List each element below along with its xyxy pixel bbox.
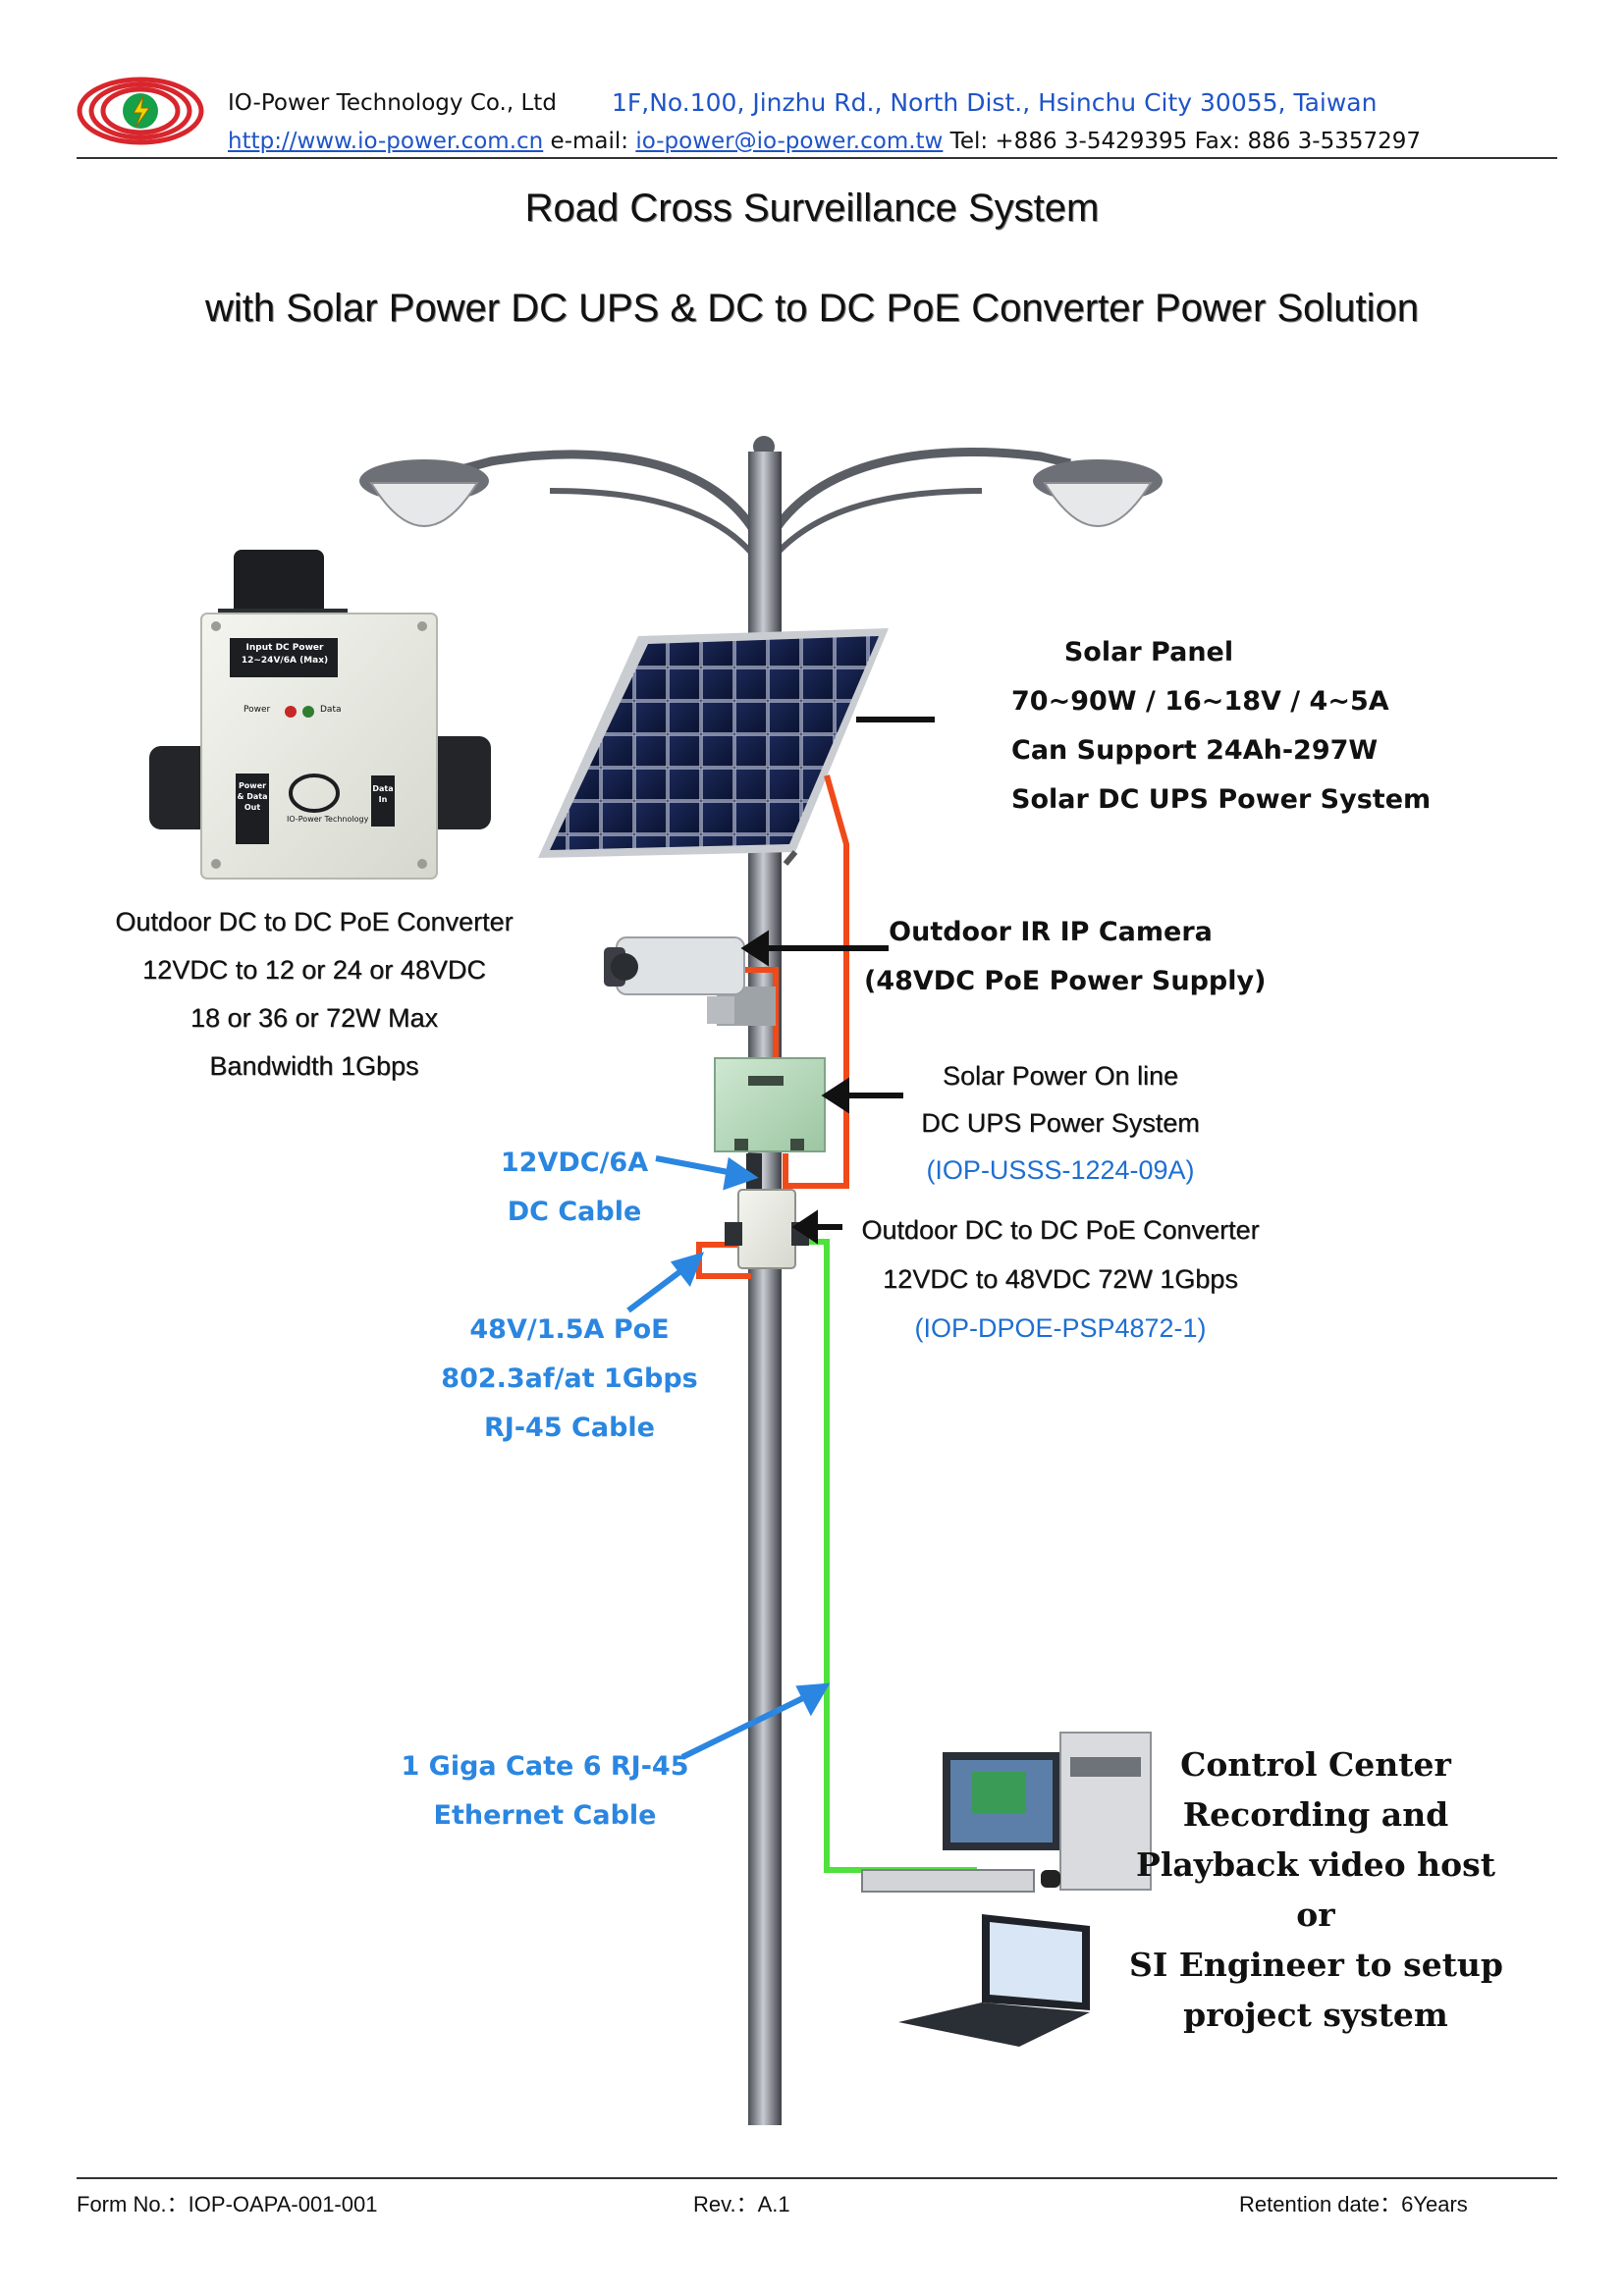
camera-power: (48VDC PoE Power Supply): [864, 966, 1267, 996]
camera-label: Outdoor IR IP Camera (48VDC PoE Power Su…: [864, 908, 1267, 1006]
dc-cable-spec: 12VDC/6A: [500, 1148, 649, 1178]
photo-indicator-power: Power: [244, 705, 271, 715]
solar-ups-image: [714, 1057, 826, 1152]
control-center-line5: SI Engineer to setup: [1129, 1946, 1503, 1984]
converter-left-label: Outdoor DC to DC PoE Converter 12VDC to …: [98, 898, 530, 1091]
converter-left-title: Outdoor DC to DC PoE Converter: [115, 907, 514, 936]
photo-brand: IO-Power Technology: [287, 815, 369, 824]
pointer-arrows-blue: [626, 1155, 831, 1760]
company-name: IO-Power Technology Co., Ltd: [228, 90, 557, 116]
poe-cable-type: RJ-45 Cable: [484, 1413, 655, 1443]
dc-cable-type: DC Cable: [507, 1197, 642, 1227]
desktop-computer-image: [861, 1732, 1152, 1893]
camera-title: Outdoor IR IP Camera: [889, 917, 1213, 947]
converter-right-title: Outdoor DC to DC PoE Converter: [861, 1215, 1260, 1245]
control-center-title: Control Center: [1180, 1745, 1451, 1784]
ups-model: (IOP-USSS-1224-09A): [926, 1155, 1195, 1185]
photo-port-out: Power & Data Out: [237, 781, 268, 812]
ethernet-cable-label: 1 Giga Cate 6 RJ-45 Ethernet Cable: [388, 1742, 702, 1841]
laptop-image: [898, 1914, 1090, 2047]
control-center-or: or: [1296, 1896, 1335, 1934]
ups-subtitle: DC UPS Power System: [921, 1108, 1200, 1138]
company-address: 1F,No.100, Jinzhu Rd., North Dist., Hsin…: [612, 88, 1378, 117]
footer-form-no: Form No.：IOP-OAPA-001-001: [77, 2192, 378, 2216]
photo-label-input: Input DC Power: [245, 643, 324, 653]
converter-right-model: (IOP-DPOE-PSP4872-1): [914, 1313, 1207, 1343]
footer-retention: Retention date：6Years: [1239, 2192, 1468, 2216]
ip-camera-image: [604, 936, 776, 1026]
poe-cable-spec: 48V/1.5A PoE: [469, 1314, 670, 1345]
converter-left-bandwidth: Bandwidth 1Gbps: [209, 1051, 419, 1081]
street-lamp: [359, 436, 1163, 571]
control-center-line6: project system: [1183, 1996, 1448, 2034]
photo-indicator-data: Data: [320, 705, 342, 715]
solar-panel-system: Solar DC UPS Power System: [1011, 784, 1432, 815]
pointer-arrows-black: [740, 717, 935, 1245]
solar-panel-image: [538, 628, 889, 866]
converter-photo: [149, 550, 491, 880]
photo-label-input-range: 12~24V/6A (Max): [241, 656, 329, 666]
header-divider: [77, 157, 1557, 159]
company-logo: [77, 77, 204, 145]
control-center-line2: Recording and: [1182, 1795, 1449, 1834]
footer-revision: Rev.：A.1: [693, 2192, 790, 2216]
dc-cable-label: 12VDC/6A DC Cable: [471, 1139, 677, 1237]
solar-panel-label: Solar Panel 70~90W / 16~18V / 4~5A Can S…: [1011, 628, 1432, 825]
ups-title: Solar Power On line: [942, 1061, 1179, 1091]
control-center-label: Control Center Recording and Playback vi…: [1129, 1739, 1503, 2040]
ethernet-cable-spec: 1 Giga Cate 6 RJ-45: [401, 1751, 689, 1782]
poe-cable-standard: 802.3af/at 1Gbps: [441, 1363, 698, 1394]
photo-port-in: Data In: [372, 784, 394, 804]
converter-left-voltage: 12VDC to 12 or 24 or 48VDC: [142, 955, 486, 985]
poe-cable-label: 48V/1.5A PoE 802.3af/at 1Gbps RJ-45 Cabl…: [432, 1306, 707, 1453]
phone-fax: Tel: +886 3-5429395 Fax: 886 3-5357297: [949, 129, 1422, 154]
control-center-line3: Playback video host: [1136, 1845, 1495, 1884]
solar-panel-support: Can Support 24Ah-297W: [1011, 735, 1379, 766]
solar-panel-title: Solar Panel: [1063, 637, 1234, 667]
ethernet-cable-type: Ethernet Cable: [433, 1800, 657, 1831]
ups-label: Solar Power On line DC UPS Power System …: [884, 1052, 1237, 1194]
converter-right-label: Outdoor DC to DC PoE Converter 12VDC to …: [844, 1205, 1276, 1353]
email-link[interactable]: io-power@io-power.com.tw: [635, 129, 944, 154]
converter-left-power: 18 or 36 or 72W Max: [189, 1003, 439, 1033]
converter-right-spec: 12VDC to 48VDC 72W 1Gbps: [883, 1264, 1238, 1294]
website-link[interactable]: http://www.io-power.com.cn: [228, 129, 544, 154]
page-subtitle: with Solar Power DC UPS & DC to DC PoE C…: [204, 287, 1419, 330]
email-label: e-mail:: [550, 129, 629, 154]
page-title: Road Cross Surveillance System: [524, 187, 1100, 230]
solar-panel-spec: 70~90W / 16~18V / 4~5A: [1011, 686, 1389, 717]
footer-divider: [77, 2177, 1557, 2179]
